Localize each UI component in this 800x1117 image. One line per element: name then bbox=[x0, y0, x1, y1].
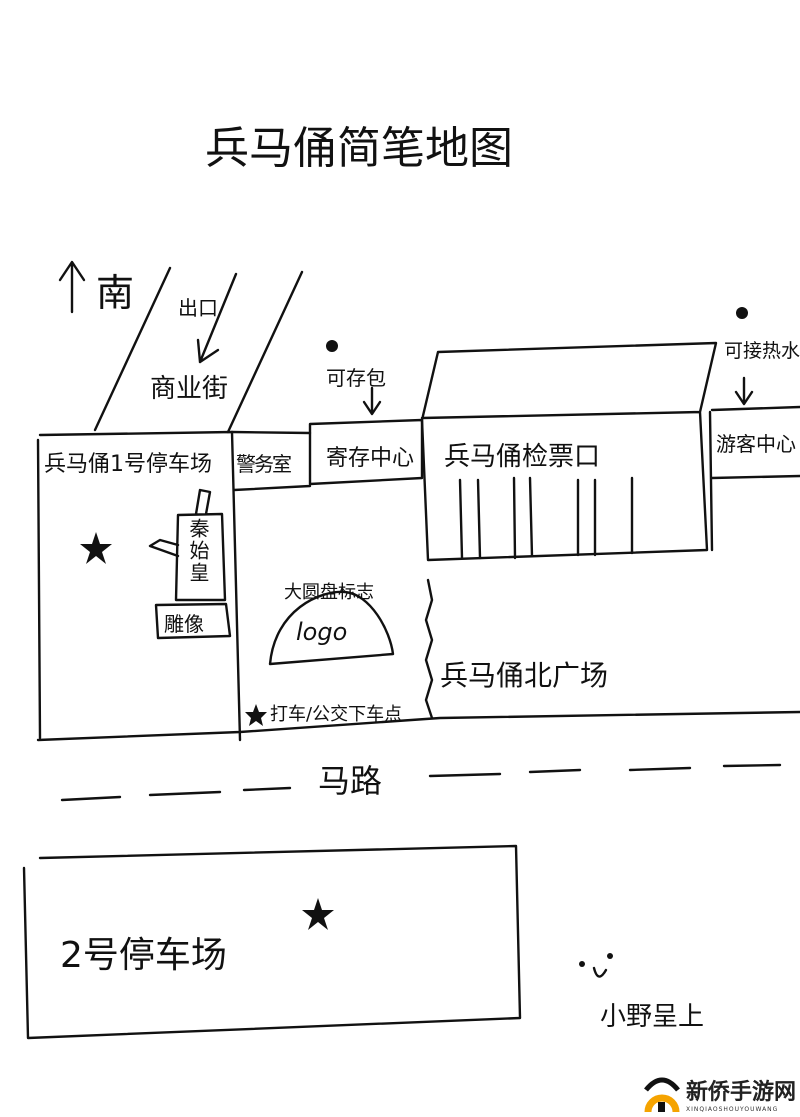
exit-label: 出口 bbox=[178, 296, 218, 320]
parking-2-label: 2号停车场 bbox=[60, 935, 227, 976]
boundary-zigzag bbox=[424, 578, 434, 720]
qin-statue-label: 秦始皇 bbox=[186, 518, 210, 584]
road-edge bbox=[36, 710, 800, 742]
logo-label: logo bbox=[296, 618, 348, 646]
star-icon bbox=[80, 532, 112, 564]
gate-lines bbox=[458, 476, 634, 560]
taxi-bus-stop-label: 打车/公交下车点 bbox=[270, 704, 403, 725]
bag-arrow bbox=[362, 386, 382, 416]
exit-arrow bbox=[196, 272, 238, 364]
police-outline bbox=[230, 430, 312, 492]
disc-sign-label: 大圆盘标志 bbox=[284, 582, 374, 603]
watermark-logo-icon bbox=[644, 1077, 680, 1113]
street-line bbox=[226, 270, 304, 434]
dot-icon bbox=[326, 340, 338, 352]
statue-outline bbox=[148, 488, 232, 640]
police-label: 警务室 bbox=[236, 452, 292, 476]
parking-1-outline bbox=[36, 430, 242, 742]
compass-label: 南 bbox=[96, 271, 135, 315]
signature: 小野呈上 bbox=[600, 1002, 705, 1032]
smiley-icon bbox=[579, 953, 613, 978]
hot-water-label: 可接热水 bbox=[724, 340, 800, 362]
road-label: 马路 bbox=[318, 762, 383, 800]
statue-label: 雕像 bbox=[164, 612, 204, 636]
watermark-sub: XINQIAOSHOUYOUWANG bbox=[686, 1106, 779, 1113]
compass-arrow-icon bbox=[58, 260, 86, 314]
parking-2-outline bbox=[22, 844, 522, 1040]
visitor-center-outline bbox=[710, 405, 800, 480]
parking-1-label: 兵马俑1号停车场 bbox=[44, 452, 212, 477]
ticket-building bbox=[420, 341, 718, 562]
dot-icon bbox=[736, 307, 748, 319]
storage-center-label: 寄存中心 bbox=[326, 446, 415, 471]
star-icon bbox=[245, 704, 267, 726]
street-line bbox=[93, 266, 172, 432]
ticket-gate-label: 兵马俑检票口 bbox=[444, 442, 601, 472]
watermark-name: 新侨手游网 bbox=[686, 1079, 797, 1105]
north-square-label: 兵马俑北广场 bbox=[440, 659, 609, 692]
visitor-center-label: 游客中心 bbox=[716, 432, 796, 456]
storage-outline bbox=[308, 418, 424, 486]
disc-sign bbox=[268, 590, 395, 666]
map-title: 兵马俑简笔地图 bbox=[205, 123, 513, 174]
star-icon bbox=[302, 898, 334, 930]
water-arrow bbox=[734, 376, 754, 406]
bag-storage-label: 可存包 bbox=[326, 366, 386, 390]
road-dashes bbox=[60, 763, 782, 802]
commercial-street-label: 商业街 bbox=[150, 374, 229, 404]
watermark: 新侨手游网 XINQIAOSHOUYOUWANG bbox=[686, 1074, 796, 1113]
